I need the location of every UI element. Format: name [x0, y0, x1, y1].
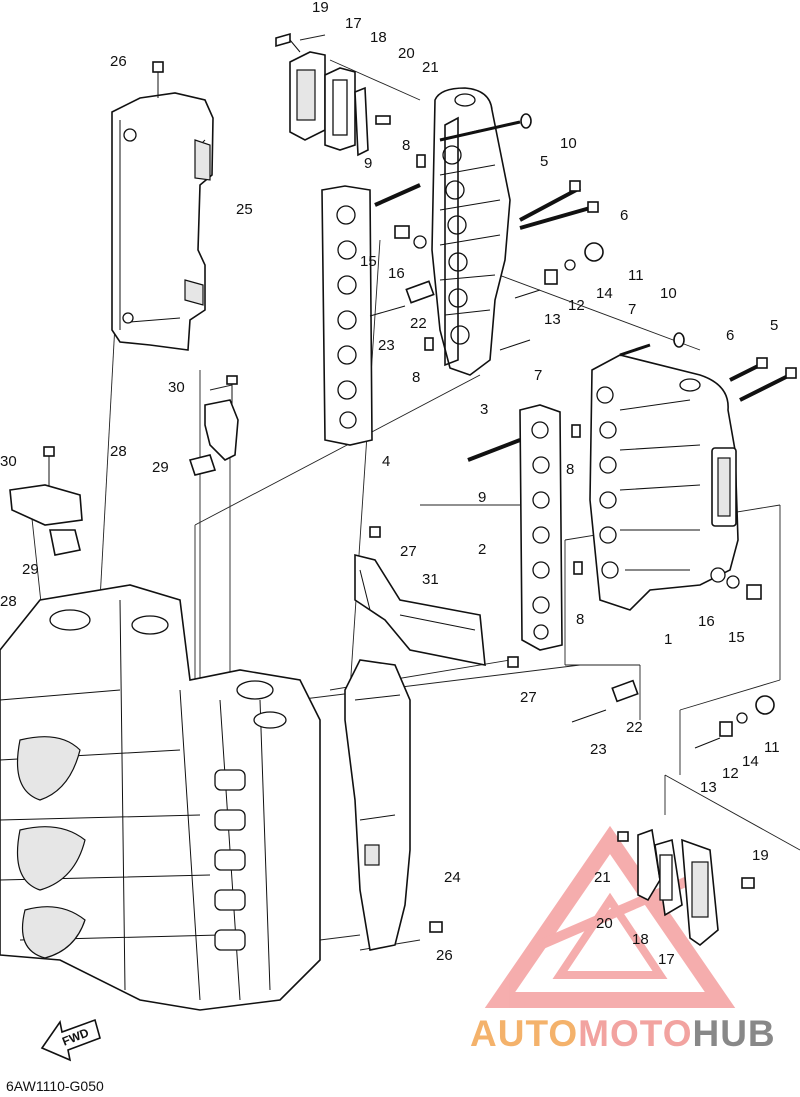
callout-9-top: 9 [364, 155, 373, 172]
bracket-31 [354, 526, 486, 666]
callout-12-top: 12 [568, 297, 585, 314]
callout-29-left: 29 [22, 561, 39, 578]
callout-19-top: 19 [312, 0, 329, 16]
callout-8-top: 8 [402, 137, 411, 154]
callout-8-lower: 8 [576, 611, 585, 628]
callout-29-mid: 29 [152, 459, 169, 476]
callout-17-top: 17 [345, 15, 362, 32]
callout-3: 3 [480, 401, 489, 418]
long-bolts-top [374, 113, 599, 230]
callout-19-bottom: 19 [752, 847, 769, 864]
callout-12-right: 12 [722, 765, 739, 782]
callout-16-right: 16 [698, 613, 715, 630]
fittings-right [507, 575, 775, 749]
callout-25: 25 [236, 201, 253, 218]
bolt-26-top [152, 61, 164, 98]
callout-9-right: 9 [478, 489, 487, 506]
long-bolts-right [467, 332, 797, 575]
callout-21-top: 21 [422, 59, 439, 76]
callout-28-mid: 28 [110, 443, 127, 460]
callout-18-top: 18 [370, 29, 387, 46]
callout-7-right: 7 [628, 301, 637, 318]
callout-11-right: 11 [764, 739, 780, 756]
callout-30-left: 30 [0, 453, 17, 470]
callout-21-bottom: 21 [594, 869, 611, 886]
callout-10-top: 10 [560, 135, 577, 152]
callout-27-bottom: 27 [520, 689, 537, 706]
callout-30-mid: 30 [168, 379, 185, 396]
callout-11-top: 11 [628, 267, 644, 284]
upper-cover-25 [111, 92, 214, 351]
callout-18-bottom: 18 [632, 931, 649, 948]
callout-14-top: 14 [596, 285, 613, 302]
callout-10-right: 10 [660, 285, 677, 302]
callout-5-right: 5 [770, 317, 779, 334]
sensor-group-left [9, 446, 83, 556]
callout-2: 2 [478, 541, 487, 558]
intake-manifold-lower [589, 354, 739, 611]
callout-22-right: 22 [626, 719, 643, 736]
callout-15-top: 15 [360, 253, 377, 270]
sensor-group-middle [188, 375, 239, 476]
callout-31: 31 [422, 571, 439, 588]
callout-26-bottom: 26 [436, 947, 453, 964]
callout-20-top: 20 [398, 45, 415, 62]
callout-1: 1 [664, 631, 673, 648]
callout-23-top: 23 [378, 337, 395, 354]
fittings-top [369, 154, 604, 351]
callout-23-right: 23 [590, 741, 607, 758]
callout-6-top: 6 [620, 207, 629, 224]
watermark-logo: AUTOMOTOHUB [470, 1014, 776, 1054]
sensor-bracket-group-top [275, 32, 391, 157]
callout-6-right: 6 [726, 327, 735, 344]
callout-8-mid: 8 [412, 369, 421, 386]
callout-4: 4 [382, 453, 391, 470]
watermark-part3: HUB [692, 1013, 776, 1054]
callout-27-top: 27 [400, 543, 417, 560]
gasket-4 [321, 185, 373, 446]
callout-16-top: 16 [388, 265, 405, 282]
diagram-code: 6AW1110-G050 [6, 1078, 104, 1094]
engine-block [0, 584, 321, 1011]
lower-cover-24 [344, 659, 443, 951]
callout-13-right: 13 [700, 779, 717, 796]
sensor-bracket-group-bottom [617, 828, 755, 947]
callout-26-top: 26 [110, 53, 127, 70]
callout-28-left: 28 [0, 593, 17, 610]
intake-manifold-upper [431, 87, 511, 376]
callout-17-bottom: 17 [658, 951, 675, 968]
callout-20-bottom: 20 [596, 915, 613, 932]
gasket-2 [519, 404, 563, 651]
watermark-part1: AUTO [470, 1013, 579, 1054]
callout-15-right: 15 [728, 629, 745, 646]
callout-22-top: 22 [410, 315, 427, 332]
fwd-arrow-icon [40, 1018, 101, 1062]
callout-7-top: 7 [534, 367, 543, 384]
callout-13-top: 13 [544, 311, 561, 328]
callout-8-right: 8 [566, 461, 575, 478]
callout-5-top: 5 [540, 153, 549, 170]
callout-14-right: 14 [742, 753, 759, 770]
callout-24: 24 [444, 869, 461, 886]
watermark-part2: MOTO [578, 1013, 693, 1054]
